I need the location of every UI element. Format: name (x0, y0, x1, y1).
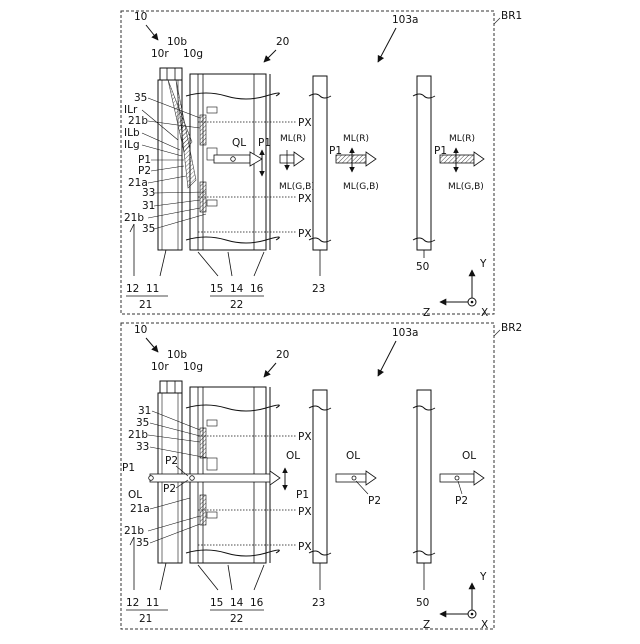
beam-top-label: OL (462, 450, 476, 462)
axis-x-label: X (481, 307, 488, 319)
beam-polarization: P1 (258, 137, 271, 149)
ref-21b: 21b (124, 525, 144, 537)
beam-top-label: ML(R) (449, 134, 475, 144)
ref-OL: OL (128, 489, 142, 501)
beam-top-label: ML(R) (280, 134, 306, 144)
axis-z-label: Z (423, 619, 430, 631)
ref-33: 33 (142, 187, 155, 199)
pixel-label: PX (298, 228, 312, 240)
beam-bottom-label: P2 (455, 495, 468, 507)
beam-bottom-label: ML(G,B) (343, 182, 379, 192)
axes-indicator: Y Z X (423, 258, 488, 319)
green-source-label: 10g (183, 361, 203, 373)
panel-br2: BR2 103a 10 10b 10r 10g 20 PX PX PX (121, 322, 522, 631)
ref-50: 50 (416, 261, 429, 273)
ref-14: 14 (230, 283, 244, 295)
red-source-label: 10r (151, 361, 169, 373)
panel-br1: BR1 103a 10 10b 10r 10g 20 (121, 10, 522, 319)
light-guide-label: 20 (276, 36, 289, 48)
beam-bottom-label: ML(G,B) (279, 182, 315, 192)
ref-21b: 21b (128, 115, 148, 127)
red-source-label: 10r (151, 48, 169, 60)
ref-P2: P2 (165, 455, 178, 467)
ref-16: 16 (250, 283, 264, 295)
beam-bottom-label: P1 (296, 489, 309, 501)
ref-35: 35 (136, 417, 149, 429)
beam-top-label: ML(R) (343, 134, 369, 144)
guide-light-label: QL (232, 137, 246, 149)
ref-15: 15 (210, 597, 223, 609)
ref-15: 15 (210, 283, 223, 295)
light-source-label: 10 (134, 11, 147, 23)
ref-12: 12 (126, 283, 139, 295)
ref-23: 23 (312, 597, 325, 609)
ref-21a: 21a (130, 503, 150, 515)
assembly-label: 103a (392, 14, 418, 26)
beam-top-label: OL (286, 450, 300, 462)
axis-z-label: Z (423, 307, 430, 319)
pixel-label: PX (298, 117, 312, 129)
panel-label: BR1 (501, 10, 522, 22)
ref-14: 14 (230, 597, 244, 609)
axes-indicator: Y Z X (423, 571, 488, 631)
panel-label: BR2 (501, 322, 522, 334)
ref-11: 11 (146, 597, 159, 609)
ref-P2: P2 (138, 165, 151, 177)
ref-12: 12 (126, 597, 139, 609)
ref-21: 21 (139, 299, 152, 311)
blue-source-label: 10b (167, 36, 187, 48)
ref-50: 50 (416, 597, 429, 609)
ref-31: 31 (138, 405, 151, 417)
ref-22: 22 (230, 613, 243, 625)
axis-y-label: Y (479, 571, 487, 583)
ref-ILg: ILg (124, 139, 140, 151)
beam-bottom-label: P2 (368, 495, 381, 507)
pixel-label: PX (298, 193, 312, 205)
blue-source-label: 10b (167, 349, 187, 361)
ref-23: 23 (312, 283, 325, 295)
ref-16: 16 (250, 597, 264, 609)
beam-bottom-label: ML(G,B) (448, 182, 484, 192)
light-source-label: 10 (134, 324, 147, 336)
ref-P1: P1 (122, 462, 135, 474)
ref-31: 31 (142, 200, 155, 212)
ref-ILb: ILb (124, 127, 140, 139)
ref-P2: P2 (163, 483, 176, 495)
ref-35: 35 (134, 92, 147, 104)
assembly-label: 103a (392, 327, 418, 339)
pixel-label: PX (298, 506, 312, 518)
pixel-label: PX (298, 431, 312, 443)
ref-35: 35 (142, 223, 155, 235)
ref-11: 11 (146, 283, 159, 295)
ref-22: 22 (230, 299, 243, 311)
axis-y-label: Y (479, 258, 487, 270)
green-source-label: 10g (183, 48, 203, 60)
axis-x-label: X (481, 619, 488, 631)
ref-21: 21 (139, 613, 152, 625)
ref-21b: 21b (128, 429, 148, 441)
beam-top-label: OL (346, 450, 360, 462)
ref-33: 33 (136, 441, 149, 453)
pixel-label: PX (298, 541, 312, 553)
ref-35: 35 (136, 537, 149, 549)
light-guide-label: 20 (276, 349, 289, 361)
side-labels: 35 ILr 21b ILb ILg P1 P2 21a 33 31 21b 3… (124, 92, 155, 235)
